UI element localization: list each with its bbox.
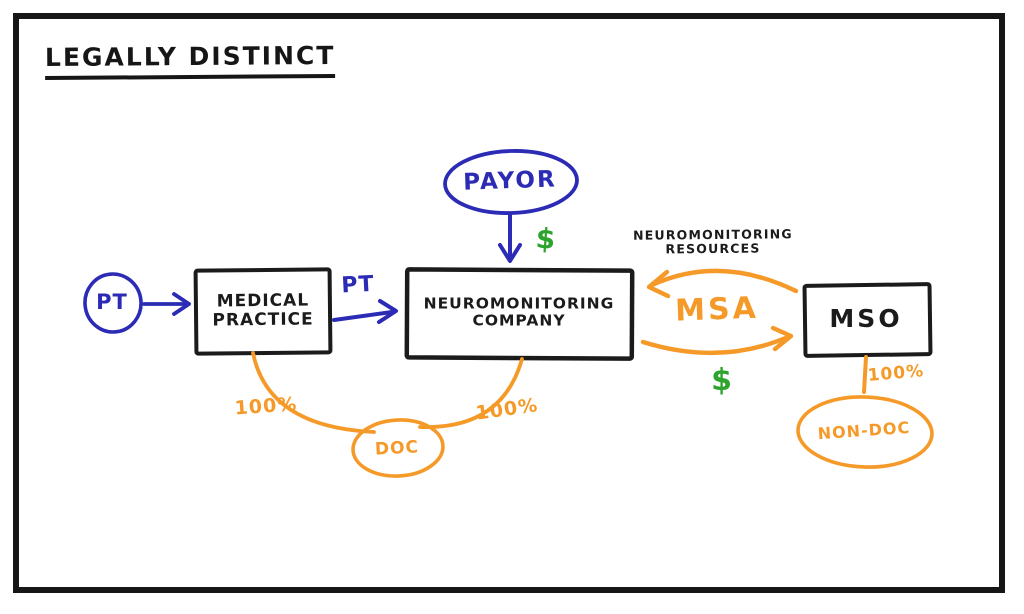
medical-practice-label-line2: PRACTICE (212, 309, 314, 331)
company-to-doc-curve (418, 357, 524, 429)
mso-box-shape (802, 282, 933, 358)
neuromonitoring-company-box-shape (404, 267, 635, 361)
mso-node-label: MSO (829, 304, 903, 333)
msa-resources-arrow-head (646, 269, 671, 299)
payor-payment-dollar-label: $ (534, 221, 558, 256)
neuromonitoring-company-label-line2: COMPANY (472, 312, 566, 330)
msa-top-caption-line2: RESOURCES (665, 240, 761, 257)
msa-edge-label: MSA (674, 290, 760, 329)
pt-node-label: PT (96, 290, 128, 315)
outer-border-frame (13, 13, 1005, 593)
practice-ownership-label: 100% (233, 393, 298, 420)
medical-practice-label: MEDICAL PRACTICE (212, 290, 314, 331)
non-doc-oval-shape (796, 395, 934, 469)
neuromonitoring-company-label: NEUROMONITORING COMPANY (423, 294, 615, 331)
neuromonitoring-company-label-line1: NEUROMONITORING (423, 294, 615, 313)
practice-to-doc-curve (251, 351, 376, 434)
msa-payment-dollar-label: $ (711, 363, 733, 399)
payor-to-company-arrow-head (498, 243, 522, 263)
doc-node-label: DOC (374, 437, 420, 460)
payor-node-label: PAYOR (462, 166, 558, 196)
msa-payment-curve (640, 334, 791, 356)
mso-to-nondoc-line (862, 355, 868, 394)
msa-payment-arrow-head (770, 325, 794, 352)
pt-circle-shape (83, 272, 143, 334)
practice-to-company-arrow-shaft (332, 310, 394, 322)
medical-practice-label-line1: MEDICAL (216, 290, 310, 312)
pt-to-practice-arrow-head (172, 292, 191, 316)
practice-to-company-arrow-head (377, 299, 398, 324)
msa-resources-curve (649, 268, 799, 294)
msa-top-caption: NEUROMONITORING RESOURCES (633, 226, 793, 257)
payor-oval-shape (443, 149, 579, 215)
doc-oval-shape (351, 418, 445, 478)
practice-to-company-edge-label: PT (340, 271, 376, 299)
medical-practice-box-shape (193, 267, 333, 356)
